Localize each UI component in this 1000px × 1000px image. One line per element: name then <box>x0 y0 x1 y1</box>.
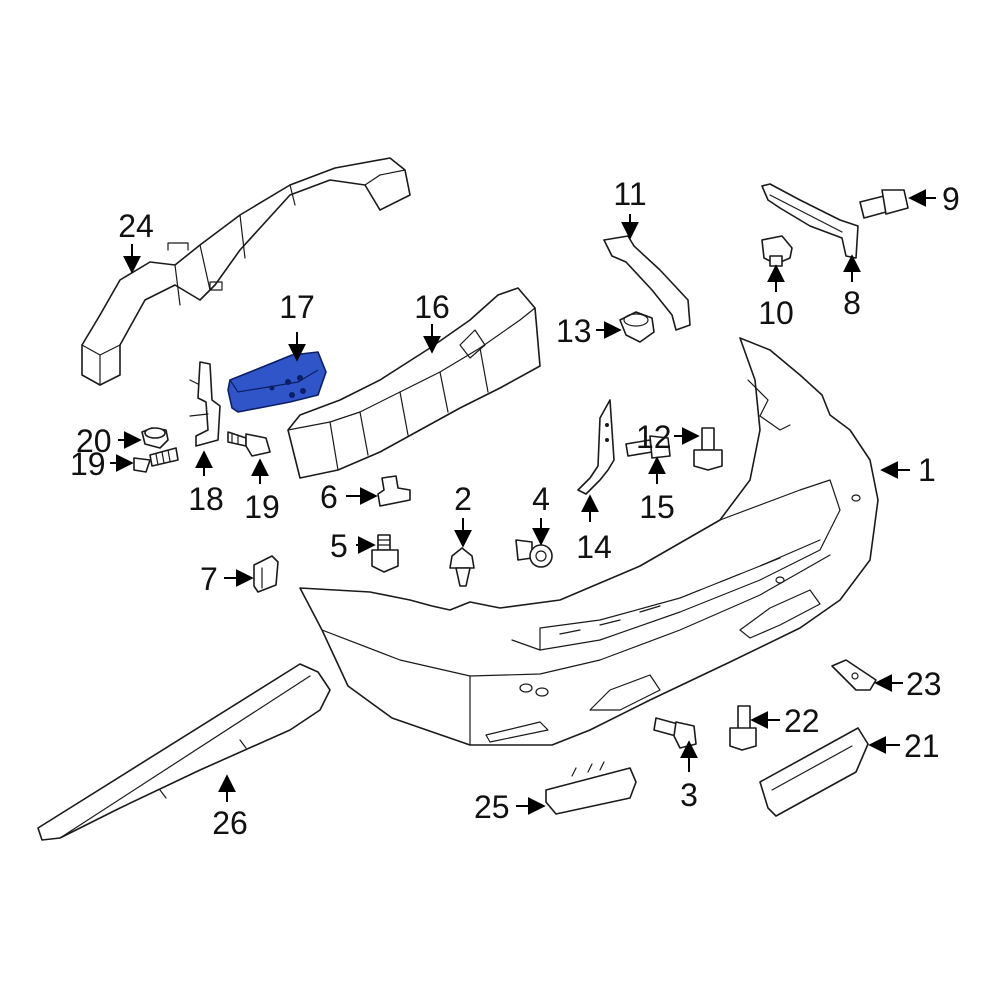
callout-10: 10 <box>758 295 794 331</box>
part-20-nut[interactable] <box>141 427 169 449</box>
part-4-grommet[interactable] <box>515 539 553 568</box>
part-16-energy-absorber[interactable] <box>287 287 541 479</box>
callout-12: 12 <box>636 419 672 455</box>
callout-21: 21 <box>904 728 940 764</box>
part-2-push-pin[interactable] <box>449 547 475 587</box>
part-19-bolt-left[interactable] <box>133 447 179 473</box>
part-6-clip[interactable] <box>377 475 411 507</box>
part-11-bracket[interactable] <box>603 235 691 331</box>
callout-15: 15 <box>639 489 675 525</box>
part-21-reflector[interactable] <box>759 727 869 817</box>
callout-1: 1 <box>918 452 936 488</box>
part-1-bumper-cover[interactable] <box>299 337 879 746</box>
part-12-bolt[interactable] <box>693 427 723 471</box>
part-5-bolt[interactable] <box>371 534 399 573</box>
callout-26: 26 <box>212 805 248 841</box>
part-15-bolt[interactable] <box>625 435 671 459</box>
callout-18: 18 <box>188 481 224 517</box>
callout-14: 14 <box>576 529 612 565</box>
part-24-frame-rail[interactable] <box>81 157 411 386</box>
part-13-nut[interactable] <box>619 311 655 343</box>
callout-2: 2 <box>454 481 472 517</box>
callout-6: 6 <box>320 479 338 515</box>
callout-22: 22 <box>784 703 820 739</box>
callout-17: 17 <box>279 289 315 325</box>
part-14-bracket[interactable] <box>577 399 615 495</box>
part-26-step-plate[interactable] <box>37 663 331 841</box>
callout-labels: 1 2 3 4 5 6 7 8 9 10 11 12 13 14 15 16 1… <box>70 176 960 841</box>
callout-23: 23 <box>906 666 942 702</box>
callout-9: 9 <box>942 181 960 217</box>
part-23-clip[interactable] <box>831 659 877 691</box>
callout-16: 16 <box>414 289 450 325</box>
part-18-bracket[interactable] <box>189 361 221 447</box>
callout-25: 25 <box>474 789 510 825</box>
callout-13: 13 <box>556 313 592 349</box>
part-25-lamp[interactable] <box>545 761 637 815</box>
callout-11: 11 <box>613 176 646 212</box>
callout-19-left: 19 <box>70 446 106 482</box>
callout-20: 20 <box>76 423 112 459</box>
part-17-bracket-highlighted[interactable] <box>227 351 327 413</box>
callout-5: 5 <box>330 528 348 564</box>
callout-4: 4 <box>532 481 550 517</box>
callout-7: 7 <box>200 561 218 597</box>
part-7-clip[interactable] <box>253 555 279 593</box>
leader-lines <box>110 189 936 815</box>
part-22-bolt[interactable] <box>729 705 757 751</box>
callout-19-right: 19 <box>244 489 280 525</box>
callout-3: 3 <box>680 777 698 813</box>
part-19-bolt-right[interactable] <box>227 431 271 457</box>
part-10-clip-nut[interactable] <box>761 235 793 267</box>
callout-8: 8 <box>843 285 861 321</box>
part-9-bolt[interactable] <box>859 189 909 219</box>
callout-24: 24 <box>118 208 154 244</box>
